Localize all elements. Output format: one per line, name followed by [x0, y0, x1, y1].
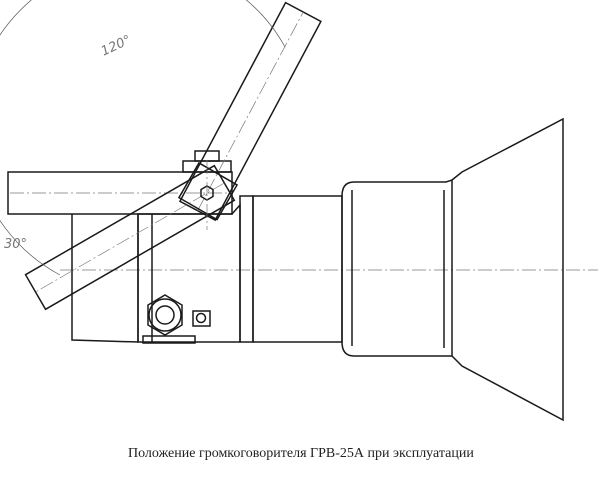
bracket-horizontal [7, 150, 233, 215]
speaker-body [71, 178, 453, 357]
cable-gland [142, 294, 211, 344]
angle-arc [0, 0, 286, 276]
angle-label-30: 30° [4, 237, 27, 252]
angle-label-120: 120° [99, 33, 134, 60]
pivot-block [177, 161, 239, 221]
bracket-position-lower [24, 164, 236, 311]
horn [451, 117, 564, 422]
caption: Положение громкоговорителя ГРВ-25А при э… [128, 446, 474, 461]
bracket-position-upper [178, 1, 322, 222]
